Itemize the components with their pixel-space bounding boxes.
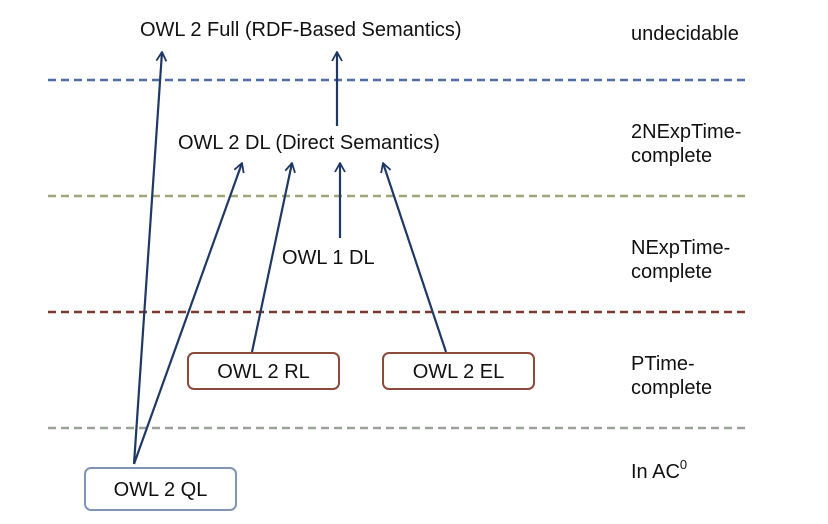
node-owl2-ql: OWL 2 QL xyxy=(84,467,237,511)
class-2nexptime-line1: 2NExpTime- xyxy=(631,121,742,143)
node-owl1-dl: OWL 1 DL xyxy=(282,247,375,269)
node-owl2-rl: OWL 2 RL xyxy=(187,352,340,390)
node-owl2-el: OWL 2 EL xyxy=(382,352,535,390)
class-nexptime: NExpTime- complete xyxy=(631,236,730,284)
class-2nexptime-line2: complete xyxy=(631,145,713,167)
class-nexptime-line2: complete xyxy=(631,261,713,283)
node-owl2-ql-label: OWL 2 QL xyxy=(113,479,208,501)
class-ac0-base: In AC xyxy=(631,461,680,483)
node-owl2-rl-label: OWL 2 RL xyxy=(217,361,310,383)
class-ac0: In AC0 xyxy=(631,457,688,484)
arrow-ql-to-full xyxy=(132,51,168,465)
class-nexptime-line1: NExpTime- xyxy=(631,237,731,259)
class-ptime-line1: PTime- xyxy=(631,353,695,375)
arrow-rl-to-dl xyxy=(250,162,296,353)
class-undecidable-label: undecidable xyxy=(631,23,739,45)
node-owl2-full: OWL 2 Full (RDF-Based Semantics) xyxy=(140,19,462,41)
node-owl2-dl: OWL 2 DL (Direct Semantics) xyxy=(178,132,440,154)
class-undecidable: undecidable xyxy=(631,22,739,46)
class-ptime-line2: complete xyxy=(631,377,713,399)
arrow-ql-to-dl xyxy=(132,162,245,465)
arrow-el-to-dl xyxy=(380,162,448,353)
class-ptime: PTime- complete xyxy=(631,352,712,400)
node-owl2-el-label: OWL 2 EL xyxy=(412,361,505,383)
class-2nexptime: 2NExpTime- complete xyxy=(631,120,741,168)
class-ac0-superscript: 0 xyxy=(679,457,688,473)
